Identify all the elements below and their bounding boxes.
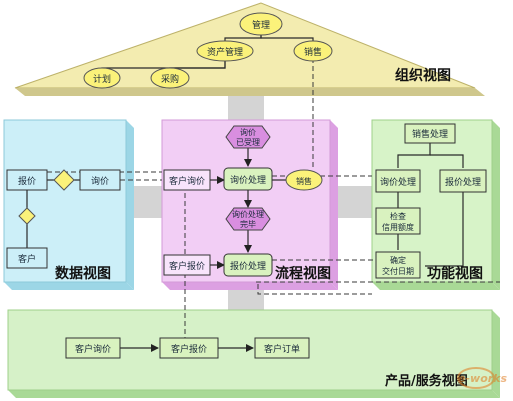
svg-text:信用额度: 信用额度 [382, 222, 414, 232]
org-node-mgmt[interactable]: 管理 [239, 12, 283, 36]
svg-text:销售: 销售 [296, 176, 312, 186]
proc-node-quote-processing[interactable]: 报价处理 [223, 253, 273, 277]
svg-text:e-works: e-works [458, 372, 507, 385]
org-node-sales[interactable]: 销售 [293, 40, 333, 62]
fn-node-confirm-delivery[interactable]: 确定 交付日期 [375, 251, 421, 279]
watermark-logo: e-works [457, 367, 507, 389]
fn-node-quote-processing[interactable]: 报价处理 [439, 169, 487, 193]
svg-text:报价处理: 报价处理 [445, 176, 481, 188]
svg-text:已受理: 已受理 [236, 137, 260, 147]
proc-node-inquiry-done[interactable]: 询价处理 完毕 [225, 207, 271, 231]
data-diamond-2 [18, 207, 36, 225]
proc-node-customer-inquiry[interactable]: 客户询价 [163, 169, 211, 191]
svg-text:询价处理: 询价处理 [230, 174, 266, 186]
org-node-plan[interactable]: 计划 [83, 67, 121, 89]
proc-node-sales[interactable]: 销售 [285, 169, 323, 191]
svg-text:销售: 销售 [304, 46, 322, 58]
svg-text:客户报价: 客户报价 [169, 260, 205, 272]
svg-text:销售处理: 销售处理 [412, 128, 448, 140]
svg-text:确定: 确定 [390, 255, 406, 265]
svg-text:完毕: 完毕 [240, 219, 256, 229]
prod-node-customer-inquiry[interactable]: 客户询价 [65, 337, 121, 359]
data-node-customer[interactable]: 客户 [6, 247, 48, 269]
data-view-title: 数据视图 [55, 265, 111, 282]
fn-node-check-credit[interactable]: 检查 信用额度 [375, 207, 421, 235]
svg-text:资产管理: 资产管理 [207, 46, 243, 58]
org-node-asset[interactable]: 资产管理 [196, 40, 254, 62]
org-view-title: 组织视图 [395, 67, 451, 84]
svg-text:询价: 询价 [91, 175, 109, 187]
svg-text:交付日期: 交付日期 [382, 266, 414, 276]
edge-fn-quote-confirm [425, 192, 464, 267]
proc-node-inquiry-received[interactable]: 询价 已受理 [225, 125, 271, 149]
svg-text:报价: 报价 [18, 175, 36, 187]
svg-text:客户: 客户 [18, 253, 36, 265]
svg-text:询价处理: 询价处理 [232, 209, 264, 219]
data-diamond-1 [53, 169, 75, 191]
proc-node-inquiry-processing[interactable]: 询价处理 [223, 167, 273, 191]
svg-text:客户询价: 客户询价 [169, 175, 205, 187]
org-node-purchase[interactable]: 采购 [150, 67, 190, 89]
svg-text:采购: 采购 [161, 73, 179, 85]
svg-text:客户询价: 客户询价 [75, 343, 111, 355]
process-view-title: 流程视图 [275, 265, 331, 282]
svg-text:询价: 询价 [240, 127, 256, 137]
svg-text:询价处理: 询价处理 [380, 176, 416, 188]
product-view-title: 产品/服务视图 [385, 373, 468, 389]
function-view-title: 功能视图 [427, 265, 483, 282]
fn-node-inquiry-processing[interactable]: 询价处理 [375, 169, 421, 193]
svg-text:管理: 管理 [252, 19, 270, 31]
data-view-panel [3, 119, 134, 290]
svg-text:报价处理: 报价处理 [230, 260, 266, 272]
prod-node-customer-order[interactable]: 客户订单 [254, 337, 310, 359]
data-node-quote[interactable]: 报价 [6, 169, 48, 191]
prod-node-customer-quote[interactable]: 客户报价 [159, 337, 219, 359]
data-node-inquiry[interactable]: 询价 [79, 169, 121, 191]
svg-text:客户订单: 客户订单 [264, 343, 300, 355]
svg-text:客户报价: 客户报价 [171, 343, 207, 355]
proc-node-customer-quote[interactable]: 客户报价 [163, 254, 211, 276]
svg-text:计划: 计划 [93, 73, 111, 85]
svg-text:检查: 检查 [390, 211, 406, 221]
fn-node-sales-processing[interactable]: 销售处理 [404, 123, 456, 144]
edge-fn-top [397, 143, 431, 168]
edge-fn-top2 [430, 154, 464, 168]
